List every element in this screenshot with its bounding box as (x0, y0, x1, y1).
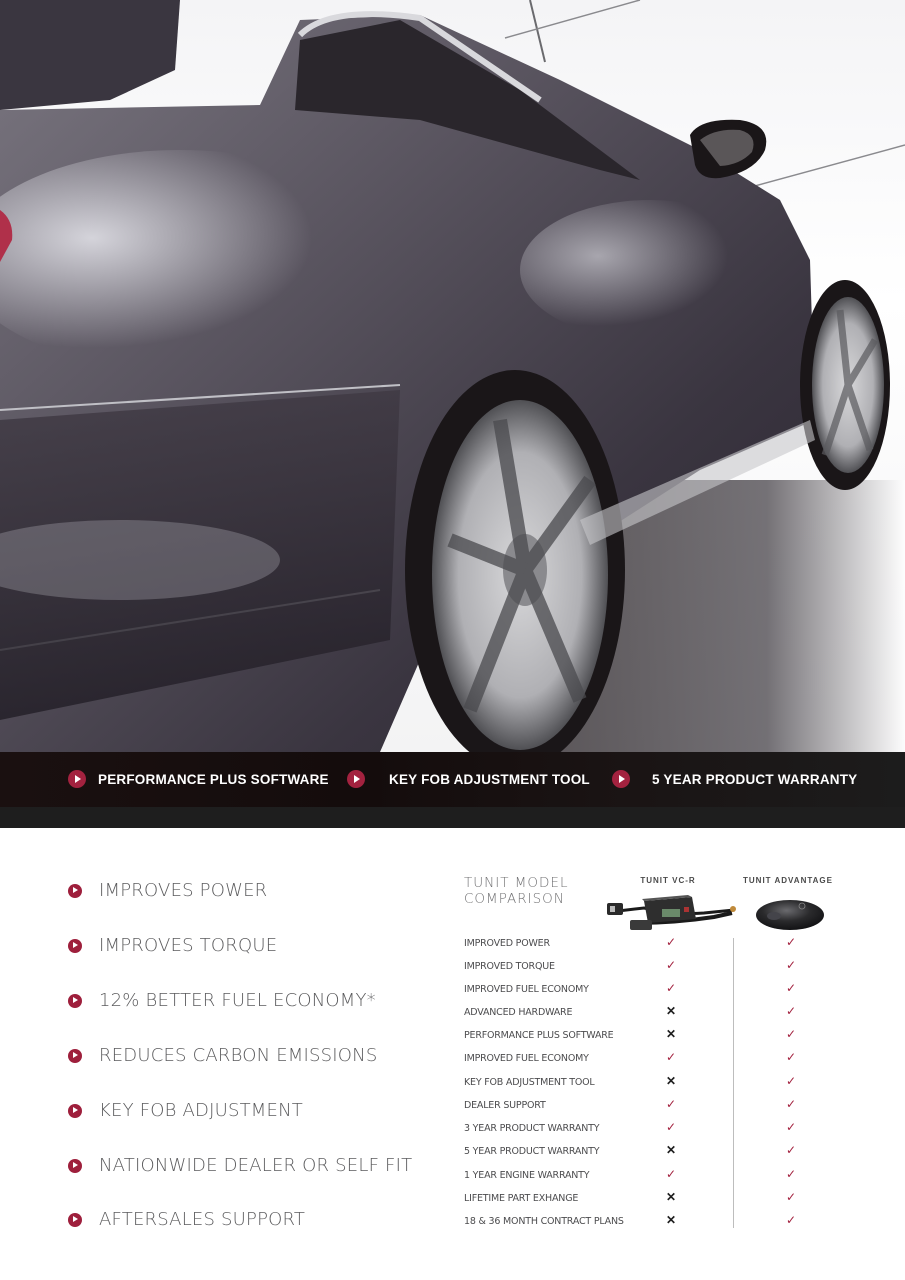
feature-item: REDUCES CARBON EMISSIONS (68, 1045, 377, 1066)
cross-icon: ✕ (665, 1213, 677, 1227)
check-icon: ✓ (785, 1097, 797, 1111)
feature-label: IMPROVES TORQUE (99, 935, 278, 956)
feature-banner: PERFORMANCE PLUS SOFTWARE KEY FOB ADJUST… (0, 752, 905, 828)
table-row: 5 YEAR PRODUCT WARRANTY ✕ ✓ (464, 1143, 864, 1169)
check-icon: ✓ (785, 1143, 797, 1157)
check-icon: ✓ (785, 1050, 797, 1064)
cross-icon: ✕ (665, 1074, 677, 1088)
table-row: 3 YEAR PRODUCT WARRANTY ✓ ✓ (464, 1120, 864, 1146)
check-icon: ✓ (785, 958, 797, 972)
column-divider (733, 938, 734, 1228)
banner-strip: PERFORMANCE PLUS SOFTWARE KEY FOB ADJUST… (0, 752, 905, 807)
row-label: LIFETIME PART EXHANGE (464, 1193, 579, 1204)
row-label: IMPROVED TORQUE (464, 961, 555, 972)
row-label: 5 YEAR PRODUCT WARRANTY (464, 1146, 600, 1157)
cross-icon: ✕ (665, 1027, 677, 1041)
play-circle-icon (347, 770, 365, 788)
table-row: 18 & 36 MONTH CONTRACT PLANS ✕ ✓ (464, 1213, 864, 1239)
feature-label: KEY FOB ADJUSTMENT (99, 1100, 303, 1121)
banner-item-warranty: 5 YEAR PRODUCT WARRANTY (612, 770, 857, 788)
play-circle-icon (68, 993, 82, 1008)
banner-item-key-fob: KEY FOB ADJUSTMENT TOOL (347, 770, 590, 788)
banner-item-performance-plus: PERFORMANCE PLUS SOFTWARE (68, 770, 329, 788)
table-row: IMPROVED POWER ✓ ✓ (464, 935, 864, 961)
check-icon: ✓ (785, 1190, 797, 1204)
feature-label: 12% BETTER FUEL ECONOMY* (99, 990, 376, 1011)
cross-icon: ✕ (665, 1143, 677, 1157)
tunit-vcr-product-image (607, 895, 736, 930)
comparison-title-line2: COMPARISON (464, 891, 565, 907)
table-row: LIFETIME PART EXHANGE ✕ ✓ (464, 1190, 864, 1216)
feature-label: NATIONWIDE DEALER OR SELF FIT (99, 1155, 413, 1176)
table-row: IMPROVED FUEL ECONOMY ✓ ✓ (464, 1050, 864, 1076)
check-icon: ✓ (785, 981, 797, 995)
feature-item: IMPROVES POWER (68, 880, 267, 901)
column-header-vcr: TUNIT VC-R (640, 876, 696, 885)
table-row: IMPROVED FUEL ECONOMY ✓ ✓ (464, 981, 864, 1007)
play-circle-icon (68, 938, 82, 953)
check-icon: ✓ (665, 1167, 677, 1181)
row-label: 3 YEAR PRODUCT WARRANTY (464, 1123, 600, 1134)
cross-icon: ✕ (665, 1004, 677, 1018)
check-icon: ✓ (665, 958, 677, 972)
table-row: 1 YEAR ENGINE WARRANTY ✓ ✓ (464, 1167, 864, 1193)
check-icon: ✓ (785, 1004, 797, 1018)
check-icon: ✓ (785, 935, 797, 949)
banner-item-label: PERFORMANCE PLUS SOFTWARE (98, 771, 329, 787)
feature-item: 12% BETTER FUEL ECONOMY* (68, 990, 376, 1011)
row-label: 18 & 36 MONTH CONTRACT PLANS (464, 1216, 624, 1227)
row-label: 1 YEAR ENGINE WARRANTY (464, 1170, 590, 1181)
play-circle-icon (68, 770, 86, 788)
table-row: PERFORMANCE PLUS SOFTWARE ✕ ✓ (464, 1027, 864, 1053)
check-icon: ✓ (665, 1120, 677, 1134)
check-icon: ✓ (665, 935, 677, 949)
check-icon: ✓ (665, 1050, 677, 1064)
check-icon: ✓ (785, 1074, 797, 1088)
check-icon: ✓ (785, 1213, 797, 1227)
table-row: IMPROVED TORQUE ✓ ✓ (464, 958, 864, 984)
row-label: DEALER SUPPORT (464, 1100, 546, 1111)
car-illustration (0, 0, 905, 752)
row-label: ADVANCED HARDWARE (464, 1007, 573, 1018)
play-circle-icon (68, 1158, 82, 1173)
check-icon: ✓ (665, 1097, 677, 1111)
row-label: KEY FOB ADJUSTMENT TOOL (464, 1077, 595, 1088)
play-circle-icon (68, 883, 82, 898)
column-header-advantage: TUNIT ADVANTAGE (743, 876, 833, 885)
row-label: PERFORMANCE PLUS SOFTWARE (464, 1030, 614, 1041)
row-label: IMPROVED POWER (464, 938, 550, 949)
comparison-title: TUNIT MODEL COMPARISON (464, 875, 604, 907)
row-label: IMPROVED FUEL ECONOMY (464, 1053, 589, 1064)
feature-item: IMPROVES TORQUE (68, 935, 277, 956)
feature-label: AFTERSALES SUPPORT (99, 1209, 306, 1230)
table-row: KEY FOB ADJUSTMENT TOOL ✕ ✓ (464, 1074, 864, 1100)
check-icon: ✓ (785, 1120, 797, 1134)
table-row: DEALER SUPPORT ✓ ✓ (464, 1097, 864, 1123)
hero-car-image (0, 0, 905, 752)
feature-label: REDUCES CARBON EMISSIONS (99, 1045, 378, 1066)
feature-item: KEY FOB ADJUSTMENT (68, 1100, 303, 1121)
cross-icon: ✕ (665, 1190, 677, 1204)
tunit-advantage-product-image (756, 900, 824, 930)
play-circle-icon (68, 1212, 82, 1227)
feature-label: IMPROVES POWER (99, 880, 268, 901)
check-icon: ✓ (785, 1167, 797, 1181)
banner-item-label: 5 YEAR PRODUCT WARRANTY (652, 771, 858, 787)
play-circle-icon (68, 1048, 82, 1063)
check-icon: ✓ (785, 1027, 797, 1041)
play-circle-icon (612, 770, 630, 788)
check-icon: ✓ (665, 981, 677, 995)
feature-item: AFTERSALES SUPPORT (68, 1209, 305, 1230)
table-row: ADVANCED HARDWARE ✕ ✓ (464, 1004, 864, 1030)
row-label: IMPROVED FUEL ECONOMY (464, 984, 589, 995)
feature-item: NATIONWIDE DEALER OR SELF FIT (68, 1155, 412, 1176)
play-circle-icon (68, 1103, 82, 1118)
banner-item-label: KEY FOB ADJUSTMENT TOOL (389, 771, 590, 787)
comparison-title-line1: TUNIT MODEL (464, 875, 569, 891)
